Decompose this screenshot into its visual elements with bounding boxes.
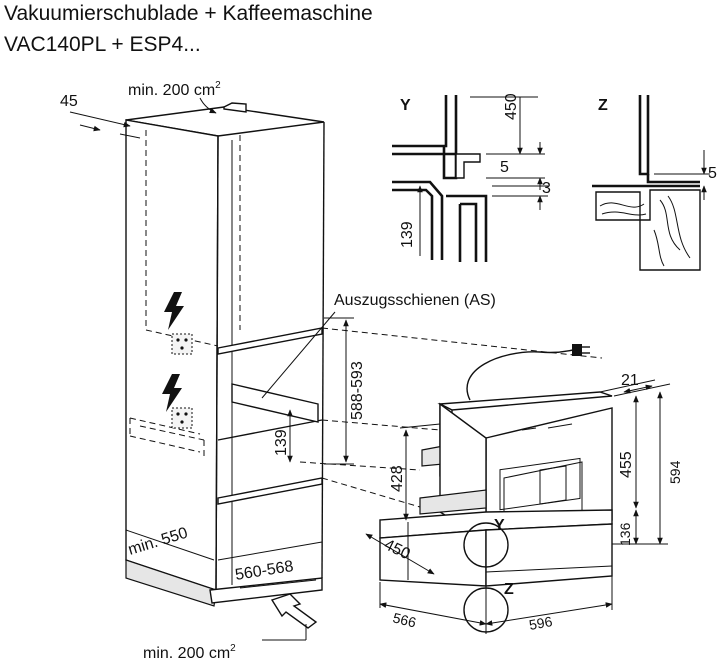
dim-136-label: 136: [617, 522, 633, 546]
dimension-560-568: 560-568: [217, 541, 323, 584]
detail-z-5-label: 5: [708, 165, 717, 182]
detail-z-marker: Z: [463, 581, 514, 633]
dim-560-568-label: 560-568: [234, 558, 295, 584]
dimension-594: 594: [612, 391, 683, 545]
dimension-136: 136: [617, 509, 639, 546]
dim-455-label: 455: [618, 451, 635, 478]
detail-y-450-label: 450: [503, 93, 520, 120]
detail-y-3-label: 3: [542, 180, 551, 197]
dimension-428: 428: [389, 423, 441, 521]
ventilation-top-label: min. 200 cm2: [128, 80, 221, 99]
dimension-455: 455: [618, 395, 639, 509]
power-plug-icon: [572, 344, 590, 356]
coffee-machine: [419, 391, 613, 542]
title-line-2: VAC140PL + ESP4...: [4, 33, 201, 56]
electric-hazard-icon: [162, 374, 193, 429]
power-cable: [466, 344, 590, 401]
dimension-566: 566: [379, 582, 487, 631]
ventilation-bottom-arrow: [262, 593, 318, 641]
dim-139-niche-label: 139: [273, 429, 290, 456]
dim-45-label: 45: [60, 93, 78, 110]
tall-cabinet: [125, 102, 325, 607]
detail-y-139-label: 139: [399, 221, 416, 248]
detail-z-marker-label: Z: [504, 581, 514, 598]
dim-428-label: 428: [389, 465, 406, 492]
dim-566-label: 566: [391, 609, 418, 630]
detail-y-marker-label: Y: [494, 517, 505, 534]
dim-21-label: 21: [621, 372, 639, 389]
dimension-596: 596: [485, 576, 613, 634]
title-line-1: Vakuumierschublade + Kaffeemaschine: [4, 2, 373, 25]
dimension-45: 45: [60, 93, 141, 139]
detail-y-5-label: 5: [500, 159, 509, 176]
dimension-588-593: 588-593: [324, 317, 366, 465]
dimension-139-niche: 139: [273, 409, 293, 463]
detail-y-label: Y: [400, 97, 411, 114]
dim-594-label: 594: [667, 460, 683, 484]
rails-label: Auszugsschienen (AS): [334, 292, 496, 309]
dim-596-label: 596: [528, 613, 554, 633]
electric-hazard-icon: [164, 292, 193, 355]
dim-588-593-label: 588-593: [349, 361, 366, 420]
detail-y-marker: Y: [463, 517, 509, 568]
dimension-21: 21: [599, 372, 671, 397]
detail-z-label: Z: [598, 97, 608, 114]
ventilation-bottom-label: min. 200 cm2: [143, 643, 236, 662]
detail-z: Z 5: [592, 95, 717, 271]
detail-y: Y 450 5 3 139: [392, 93, 551, 262]
